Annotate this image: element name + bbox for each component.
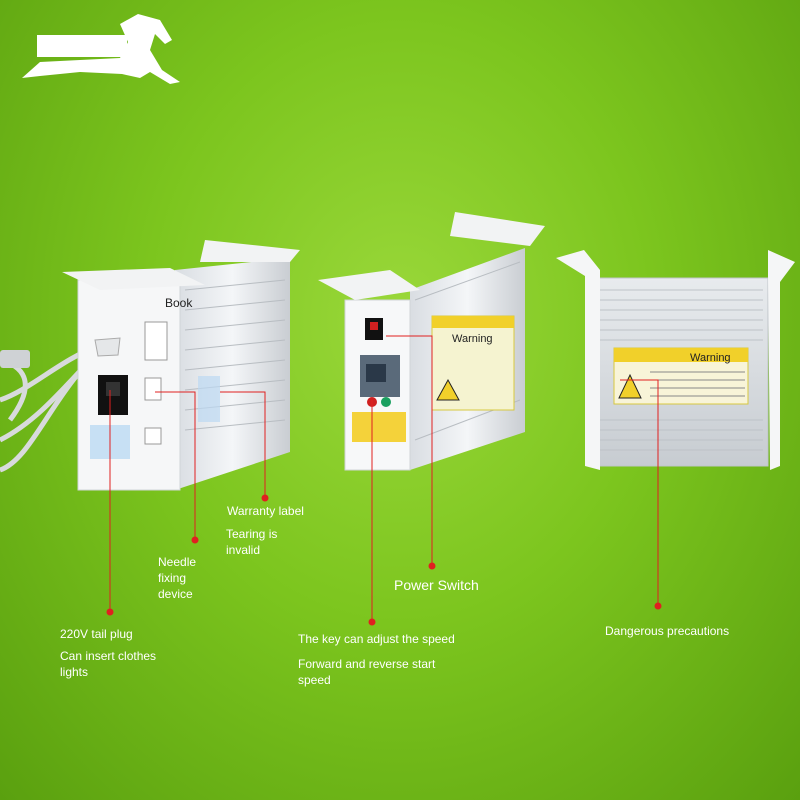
warning-sticker-text-right: Warning bbox=[690, 352, 731, 364]
device-left bbox=[62, 240, 300, 491]
horse-icon bbox=[22, 14, 180, 84]
callout-dots bbox=[106, 494, 662, 626]
book-label: Book bbox=[165, 296, 193, 310]
device-right bbox=[556, 250, 795, 470]
needle-fixing-label: Needle fixing device bbox=[158, 555, 197, 601]
callout-lines bbox=[109, 335, 659, 622]
plug-icon bbox=[0, 350, 30, 368]
key-speed-label: The key can adjust the speed bbox=[298, 632, 455, 646]
logo-bar bbox=[37, 35, 127, 57]
tearing-invalid-label: Tearing is invalid bbox=[226, 527, 278, 557]
device-middle bbox=[318, 212, 545, 471]
dangerous-precautions-label: Dangerous precautions bbox=[605, 624, 730, 638]
forward-reverse-label: Forward and reverse start speed bbox=[298, 657, 436, 687]
warning-sticker-text: Warning bbox=[452, 333, 493, 345]
power-switch-label: Power Switch bbox=[394, 577, 479, 593]
insert-lights-label: Can insert clothes lights bbox=[60, 649, 157, 679]
tail-plug-label: 220V tail plug bbox=[60, 627, 133, 641]
warranty-label: Warranty label bbox=[227, 504, 304, 518]
